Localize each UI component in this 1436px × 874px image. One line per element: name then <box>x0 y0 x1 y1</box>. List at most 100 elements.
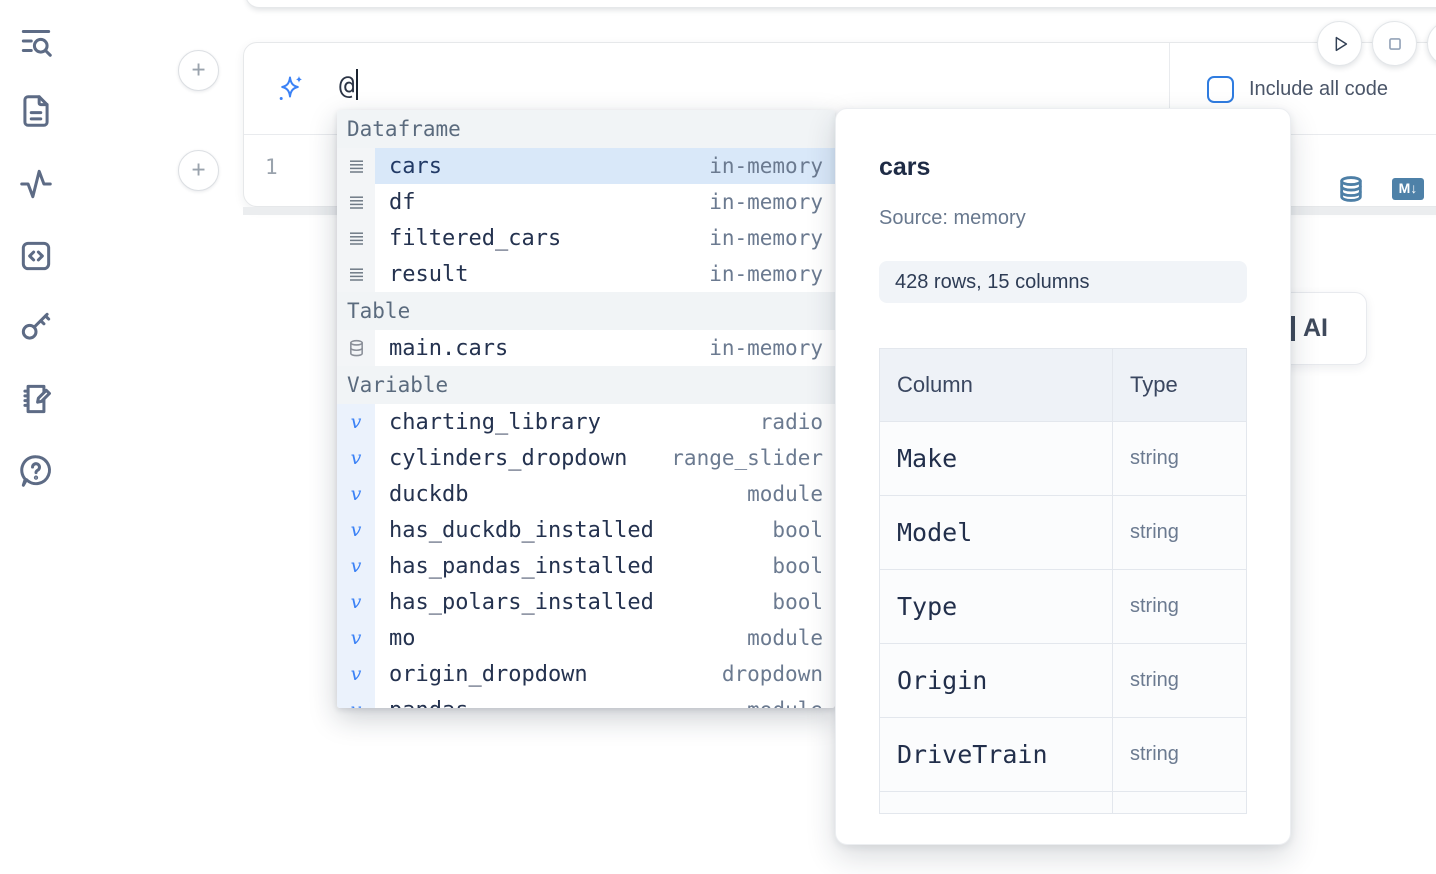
add-cell-below-button[interactable]: + <box>178 150 219 191</box>
scratchpad-icon[interactable] <box>17 380 55 418</box>
schema-header-type: Type <box>1130 372 1178 397</box>
schema-row-partial <box>880 792 1246 813</box>
preview-title: cars <box>879 153 931 181</box>
schema-column-type: string <box>1130 669 1179 691</box>
ai-prompt-input[interactable]: @ <box>339 69 358 101</box>
run-cell-button[interactable] <box>1317 21 1362 66</box>
ai-sparkle-icon <box>274 73 306 105</box>
previous-cell-edge <box>245 0 1436 8</box>
include-all-code-label: Include all code <box>1249 77 1388 100</box>
variable-icon: v <box>337 656 375 692</box>
schema-column-type: string <box>1130 521 1179 543</box>
schema-column-name: DriveTrain <box>880 718 1113 791</box>
item-name: mo <box>389 625 416 651</box>
variable-glyph: v <box>350 591 362 613</box>
list-search-icon[interactable] <box>17 22 55 60</box>
variable-icon: v <box>337 440 375 476</box>
item-name: origin_dropdown <box>389 661 588 687</box>
item-type: bool <box>772 518 823 542</box>
add-cell-above-button[interactable]: + <box>178 50 219 91</box>
item-name: pandas <box>389 698 468 709</box>
file-document-icon[interactable] <box>17 92 55 130</box>
activity-icon[interactable] <box>17 165 55 203</box>
text-caret <box>355 69 358 100</box>
schema-header-row: Column Type <box>880 349 1246 422</box>
variable-icon: v <box>337 584 375 620</box>
autocomplete-item-filtered_cars[interactable]: filtered_cars in-memory <box>337 220 835 256</box>
autocomplete-item-body: result in-memory <box>375 256 835 292</box>
sidebar <box>0 0 72 874</box>
dataframe-preview-panel: cars Source: memory 428 rows, 15 columns… <box>835 108 1291 845</box>
item-name: result <box>389 261 469 287</box>
variable-glyph: v <box>350 447 362 469</box>
help-chat-icon[interactable] <box>17 452 55 490</box>
schema-column-name: Make <box>880 422 1113 495</box>
dataframe-icon <box>337 148 375 184</box>
item-type: radio <box>759 410 823 434</box>
variable-icon: v <box>337 404 375 440</box>
autocomplete-item-pandas[interactable]: vpandasmodule <box>337 692 835 708</box>
dataframe-icon <box>337 184 375 220</box>
dataframe-icon <box>337 220 375 256</box>
variable-glyph: v <box>350 663 362 685</box>
datasource-icon[interactable] <box>1337 174 1365 204</box>
key-icon[interactable] <box>17 308 55 346</box>
schema-column-type: string <box>1130 743 1179 765</box>
autocomplete-item-result[interactable]: result in-memory <box>337 256 835 292</box>
markdown-convert-icon[interactable]: M↓ <box>1392 178 1424 200</box>
schema-column-type: string <box>1130 447 1179 469</box>
variable-icon: v <box>337 548 375 584</box>
include-all-code-checkbox[interactable] <box>1207 75 1234 103</box>
item-name: cars <box>389 153 442 179</box>
item-type: bool <box>772 554 823 578</box>
schema-column-name: Origin <box>880 644 1113 717</box>
autocomplete-item-body: pandasmodule <box>375 692 835 709</box>
variable-glyph: v <box>350 483 362 505</box>
stop-button[interactable] <box>1372 21 1417 66</box>
variable-icon: v <box>337 692 375 708</box>
line-number: 1 <box>265 155 278 179</box>
autocomplete-section-header: Table <box>337 292 835 330</box>
item-name: has_polars_installed <box>389 589 654 615</box>
item-name: filtered_cars <box>389 225 562 251</box>
schema-row-DriveTrain: DriveTrain string <box>880 718 1246 792</box>
autocomplete-section-header: Variable <box>337 366 835 404</box>
variable-glyph: v <box>350 411 362 433</box>
code-snippets-icon[interactable] <box>17 237 55 275</box>
item-type: dropdown <box>721 662 823 686</box>
dataframe-icon <box>337 256 375 292</box>
table-icon <box>337 330 375 366</box>
autocomplete-item-body: origin_dropdown dropdown <box>375 656 835 692</box>
preview-shape-badge: 428 rows, 15 columns <box>879 261 1247 303</box>
autocomplete-item-body: filtered_cars in-memory <box>375 220 835 256</box>
item-type: in-memory <box>709 226 823 250</box>
code-editor-row[interactable]: 1 M↓ <box>244 135 1436 206</box>
item-type: in-memory <box>709 262 823 286</box>
variable-glyph: v <box>350 519 362 541</box>
schema-header-column: Column <box>880 349 1113 421</box>
autocomplete-item-origin_dropdown[interactable]: v origin_dropdown dropdown <box>337 656 835 692</box>
